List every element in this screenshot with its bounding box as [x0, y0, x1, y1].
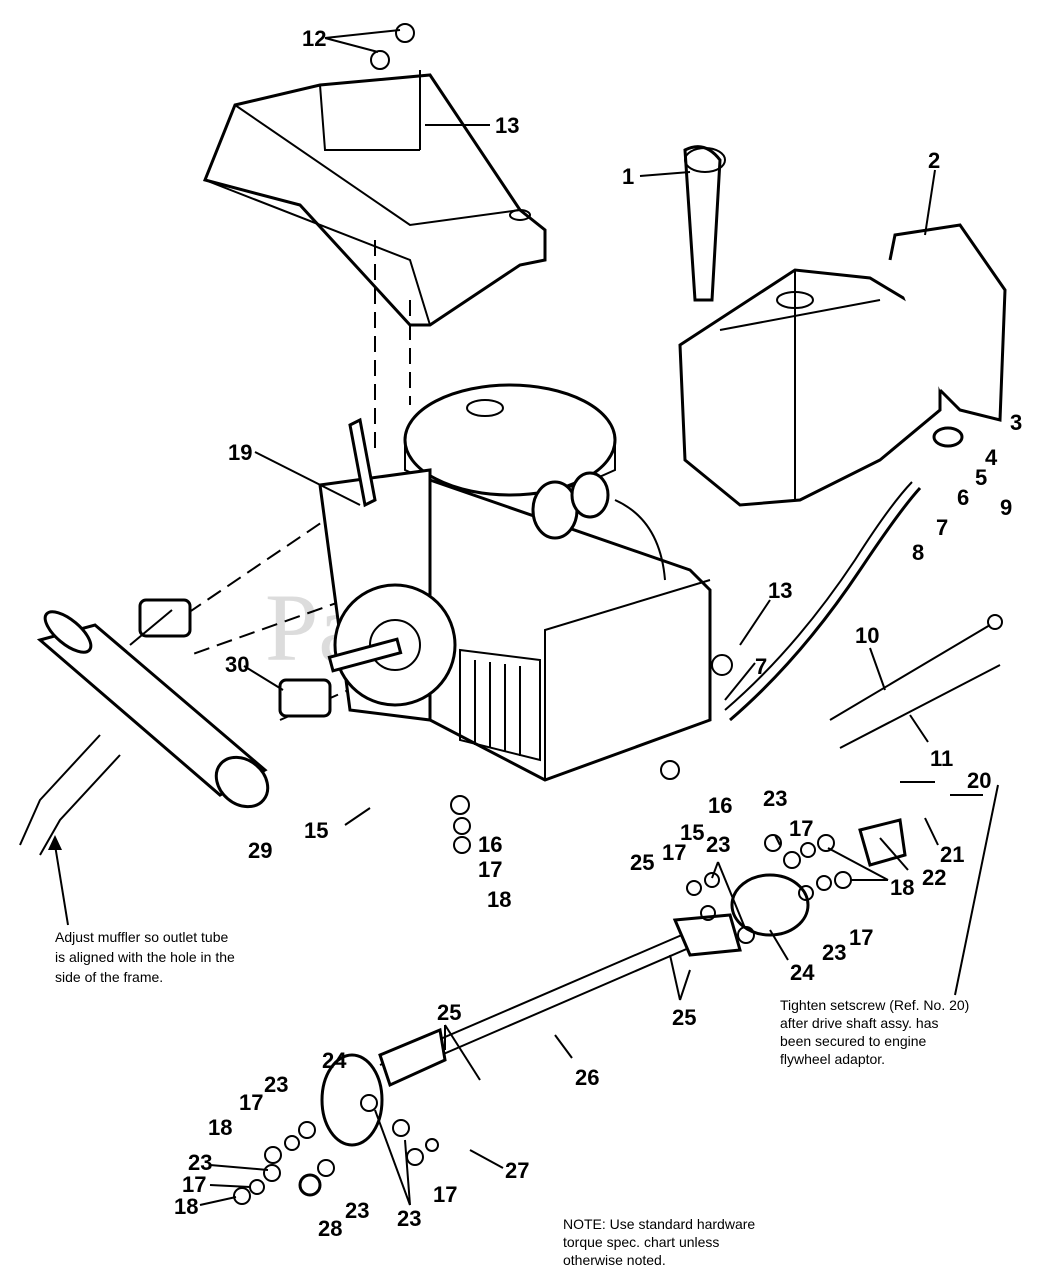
- callout-9: 9: [1000, 495, 1012, 520]
- callout-labels: 12 13 1 2 3 4 5 6 9 7 8 19 13 7 10 11 20…: [174, 26, 1022, 1241]
- callout-18-right: 18: [890, 875, 914, 900]
- callout-10: 10: [855, 623, 879, 648]
- engine-block: [318, 383, 712, 782]
- callout-14: 13: [768, 578, 792, 603]
- callout-8: 8: [912, 540, 924, 565]
- callout-20: 20: [967, 768, 991, 793]
- svg-text:NOTE: Use standard hardware: NOTE: Use standard hardware: [563, 1216, 755, 1232]
- svg-text:Tighten setscrew (Ref. No. 20): Tighten setscrew (Ref. No. 20): [780, 997, 969, 1013]
- note-muffler: Adjust muffler so outlet tube is aligned…: [55, 929, 235, 985]
- callout-17-a: 17: [789, 816, 813, 841]
- callout-2: 2: [928, 148, 940, 173]
- callout-18-c: 18: [174, 1194, 198, 1219]
- engine-shroud: [202, 70, 547, 327]
- callout-23-e: 23: [188, 1150, 212, 1175]
- hardware-items: [233, 23, 852, 1205]
- callout-25-c: 25: [437, 1000, 461, 1025]
- callout-13: 13: [495, 113, 519, 138]
- svg-text:been secured to engine: been secured to engine: [780, 1033, 927, 1049]
- callout-17-g: 17: [433, 1182, 457, 1207]
- callout-5: 5: [975, 465, 987, 490]
- callout-23-a: 23: [763, 786, 787, 811]
- svg-text:is aligned with the hole in th: is aligned with the hole in the: [55, 949, 235, 965]
- drive-shaft: [298, 818, 907, 1197]
- callout-17-f: 17: [182, 1172, 206, 1197]
- callout-28: 28: [318, 1216, 342, 1241]
- svg-text:side of the frame.: side of the frame.: [55, 969, 163, 985]
- note-setscrew: Tighten setscrew (Ref. No. 20) after dri…: [780, 997, 969, 1067]
- callout-17-e: 17: [239, 1090, 263, 1115]
- callout-3: 3: [1010, 410, 1022, 435]
- callout-17-c: 17: [849, 925, 873, 950]
- note-hardware: NOTE: Use standard hardware torque spec.…: [563, 1216, 755, 1268]
- svg-text:torque spec. chart unless: torque spec. chart unless: [563, 1234, 719, 1250]
- callout-23-c: 23: [822, 940, 846, 965]
- callout-27: 27: [505, 1158, 529, 1183]
- callout-19: 19: [228, 440, 252, 465]
- callout-23-f: 23: [345, 1198, 369, 1223]
- callout-30: 30: [225, 652, 249, 677]
- callout-23-g: 23: [397, 1206, 421, 1231]
- svg-text:flywheel adaptor.: flywheel adaptor.: [780, 1051, 885, 1067]
- leader-lines: [48, 29, 999, 1206]
- callout-12: 12: [302, 26, 326, 51]
- callout-18-b: 18: [208, 1115, 232, 1140]
- callout-22: 22: [922, 865, 946, 890]
- svg-text:otherwise noted.: otherwise noted.: [563, 1252, 666, 1268]
- fuel-tank: [678, 145, 1007, 722]
- callout-26: 26: [575, 1065, 599, 1090]
- callout-6: 6: [957, 485, 969, 510]
- callout-18-a: 18: [487, 887, 511, 912]
- callout-16-right: 16: [708, 793, 732, 818]
- callout-23-b: 23: [706, 832, 730, 857]
- callout-15-left: 15: [304, 818, 328, 843]
- callout-11: 11: [930, 746, 953, 771]
- svg-text:Adjust muffler so outlet tube: Adjust muffler so outlet tube: [55, 929, 228, 945]
- callout-25-b: 25: [672, 1005, 696, 1030]
- throttle-cables: [829, 614, 1003, 749]
- callout-7-lower: 7: [755, 654, 767, 679]
- callout-1: 1: [622, 164, 634, 189]
- callout-16-left: 16: [478, 832, 502, 857]
- callout-24-left: 24: [322, 1048, 347, 1073]
- callout-29: 29: [248, 838, 272, 863]
- callout-15-right: 15: [680, 820, 704, 845]
- callout-4: 4: [985, 445, 998, 470]
- callout-24-right: 24: [790, 960, 815, 985]
- callout-21: 21: [940, 842, 964, 867]
- svg-text:after drive shaft assy. has: after drive shaft assy. has: [780, 1015, 938, 1031]
- callout-17-d: 17: [478, 857, 502, 882]
- muffler: [19, 598, 332, 856]
- callout-25-a: 25: [630, 850, 654, 875]
- callout-7-upper: 7: [936, 515, 948, 540]
- callout-23-d: 23: [264, 1072, 288, 1097]
- callout-17-b: 17: [662, 840, 686, 865]
